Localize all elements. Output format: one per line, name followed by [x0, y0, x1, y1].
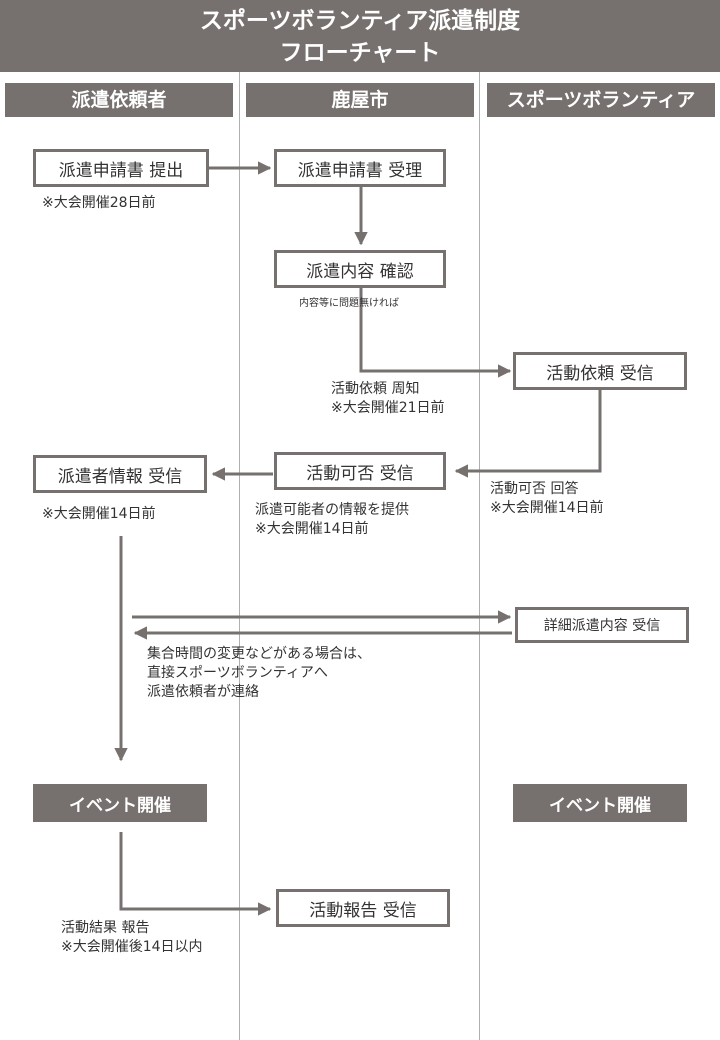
dispatcher-info-received-box: 派遣者情報 受信	[33, 455, 207, 493]
availability-received-box: 活動可否 受信	[274, 452, 446, 490]
note-provide-info-line2: ※大会開催14日前	[255, 521, 369, 537]
arrow-volunteer-reply	[454, 390, 602, 478]
note-activity-result-line1: 活動結果 報告	[61, 920, 150, 936]
lane-header-volunteer: スポーツボランティア	[487, 83, 715, 117]
activity-report-received-box: 活動報告 受信	[276, 889, 450, 927]
title-line2: フローチャート	[279, 40, 441, 66]
accept-application-box: 派遣申請書 受理	[274, 149, 446, 187]
confirm-content-box: 派遣内容 確認	[274, 250, 446, 288]
note-activity-notify-line1: 活動依頼 周知	[331, 381, 420, 397]
note-provide-info-line1: 派遣可能者の情報を提供	[255, 502, 409, 518]
note-direct-contact-line3: 派遣依頼者が連絡	[147, 684, 259, 700]
arrow-event-to-report	[119, 832, 272, 916]
note-direct-contact: 集合時間の変更などがある場合は、 直接スポーツボランティアへ 派遣依頼者が連絡	[147, 645, 371, 702]
title-line1: スポーツボランティア派遣制度	[199, 8, 521, 34]
lane-divider-1	[239, 72, 240, 1040]
note-availability-reply-line2: ※大会開催14日前	[490, 500, 604, 516]
event-held-volunteer-box: イベント開催	[513, 784, 687, 822]
note-submit-deadline: ※大会開催28日前	[42, 195, 156, 211]
lane-header-requester: 派遣依頼者	[5, 83, 233, 117]
note-provide-info: 派遣可能者の情報を提供 ※大会開催14日前	[255, 501, 409, 539]
lane-divider-2	[479, 72, 480, 1040]
arrow-confirm-to-volunteer	[359, 288, 512, 378]
note-direct-contact-line1: 集合時間の変更などがある場合は、	[147, 646, 371, 662]
note-activity-notify-line2: ※大会開催21日前	[331, 400, 445, 416]
activity-request-received-box: 活動依頼 受信	[513, 352, 687, 390]
note-direct-contact-line2: 直接スポーツボランティアへ	[147, 665, 328, 681]
note-activity-result: 活動結果 報告 ※大会開催後14日以内	[61, 919, 203, 957]
note-activity-notify: 活動依頼 周知 ※大会開催21日前	[331, 380, 445, 418]
note-dispatcher-deadline: ※大会開催14日前	[42, 506, 156, 522]
lane-header-city: 鹿屋市	[246, 83, 474, 117]
note-availability-reply: 活動可否 回答 ※大会開催14日前	[490, 480, 604, 518]
title-bar: スポーツボランティア派遣制度 フローチャート	[0, 0, 720, 72]
note-activity-result-line2: ※大会開催後14日以内	[61, 939, 203, 955]
submit-application-box: 派遣申請書 提出	[33, 149, 209, 187]
event-held-requester-box: イベント開催	[33, 784, 207, 822]
note-availability-reply-line1: 活動可否 回答	[490, 481, 579, 497]
note-no-problem: 内容等に問題無ければ	[299, 298, 399, 309]
detail-content-received-box: 詳細派遣内容 受信	[515, 607, 689, 643]
